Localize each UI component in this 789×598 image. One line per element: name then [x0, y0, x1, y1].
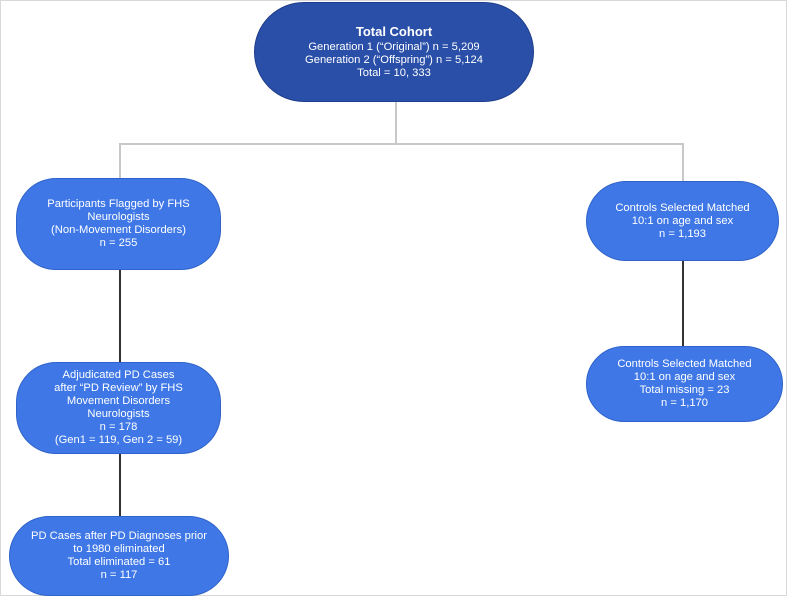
flagged-line: n = 255 — [99, 237, 138, 249]
pd-final-line: to 1980 eliminated — [73, 543, 165, 555]
controls-final-line: n = 1,170 — [661, 397, 708, 409]
flagged-line: Neurologists — [87, 211, 150, 223]
adjudicated-line: (Gen1 = 119, Gen 2 = 59) — [54, 434, 183, 446]
total-cohort-line: Generation 1 (“Original”) n = 5,209 — [308, 41, 480, 53]
adjudicated-line: n = 178 — [99, 421, 138, 433]
pd-cases-final-node: PD Cases after PD Diagnoses prior to 198… — [9, 516, 229, 596]
flagged-line: Participants Flagged by FHS — [47, 198, 190, 210]
pd-final-line: n = 117 — [100, 569, 138, 581]
controls-selected-node: Controls Selected Matched 10:1 on age an… — [586, 181, 779, 261]
adjudicated-line: after “PD Review” by FHS — [54, 382, 183, 394]
total-cohort-node: Total Cohort Generation 1 (“Original”) n… — [254, 2, 534, 102]
connector-horizontal-bar — [119, 143, 684, 145]
controls-selected-line: Controls Selected Matched — [615, 201, 750, 214]
pd-final-line: PD Cases after PD Diagnoses prior — [31, 530, 207, 542]
adjudicated-line: Movement Disorders — [66, 395, 171, 407]
controls-final-line: 10:1 on age and sex — [633, 371, 736, 383]
adjudicated-line: Adjudicated PD Cases — [62, 369, 175, 381]
controls-final-line: Total missing = 23 — [639, 384, 730, 396]
controls-final-line: Controls Selected Matched — [617, 358, 752, 370]
controls-selected-line: n = 1,193 — [659, 227, 706, 240]
flagged-participants-node: Participants Flagged by FHS Neurologists… — [16, 178, 221, 270]
connector-flagged-to-adjudicated — [119, 268, 121, 362]
flagged-line: (Non-Movement Disorders) — [51, 224, 186, 236]
total-cohort-title: Total Cohort — [355, 24, 433, 39]
connector-adjudicated-to-final — [119, 448, 121, 518]
adjudicated-line: Neurologists — [87, 408, 150, 420]
pd-final-line: Total eliminated = 61 — [67, 556, 171, 568]
connector-left-drop — [119, 143, 121, 179]
connector-right-drop — [682, 143, 684, 183]
connector-root-stem — [395, 100, 397, 144]
controls-selected-line: 10:1 on age and sex — [631, 214, 734, 227]
total-cohort-line: Total = 10, 333 — [357, 67, 431, 79]
controls-final-node: Controls Selected Matched 10:1 on age an… — [586, 346, 783, 422]
adjudicated-pd-cases-node: Adjudicated PD Cases after “PD Review” b… — [16, 362, 221, 454]
connector-controls — [682, 260, 684, 348]
total-cohort-line: Generation 2 (“Offspring”) n = 5,124 — [305, 54, 483, 66]
